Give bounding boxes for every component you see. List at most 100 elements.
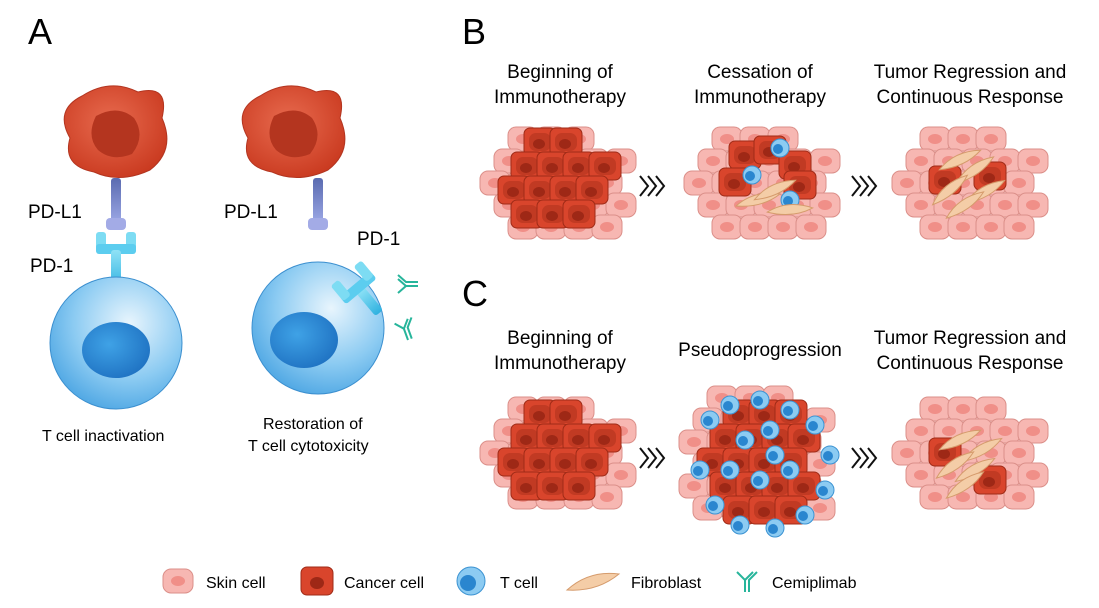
skin-cell — [1017, 192, 1049, 218]
t-cell — [765, 518, 785, 538]
panel-b-stage1-line1: Beginning of — [507, 62, 613, 83]
skin-cell — [1017, 148, 1049, 174]
skin-cell — [891, 170, 923, 196]
t-cell — [735, 430, 755, 450]
skin-cell — [683, 170, 715, 196]
t-cell — [820, 445, 840, 465]
pd-l1-head-right — [308, 218, 328, 230]
skin-cell — [975, 214, 1007, 240]
cancer-cell — [562, 199, 596, 229]
cancer-cell-left — [63, 85, 168, 178]
t-cell — [750, 390, 770, 410]
caption-restoration-line1: Restoration of — [263, 416, 363, 433]
t-cell — [780, 460, 800, 480]
pd-l1-label-left: PD-L1 — [28, 202, 82, 223]
skin-cell — [1017, 462, 1049, 488]
panel-b-letter: B — [462, 11, 486, 52]
skin-cell — [905, 462, 937, 488]
t-cell — [815, 480, 835, 500]
skin-cell — [919, 126, 951, 152]
panel-c-arrow-2 — [851, 447, 877, 469]
skin-cell — [795, 214, 827, 240]
t-cell — [720, 395, 740, 415]
panel-c-stage1-line1: Beginning of — [507, 328, 613, 349]
t-cell — [795, 505, 815, 525]
panel-c-stage1-line2: Immunotherapy — [494, 353, 627, 374]
panel-a-letter: A — [28, 11, 52, 52]
skin-cell — [919, 214, 951, 240]
panel-c-tissue-pseudoprogression — [678, 385, 840, 538]
t-cell — [690, 460, 710, 480]
panel-b-tissue-regression — [891, 126, 1049, 240]
skin-cell — [947, 126, 979, 152]
skin-cell — [905, 192, 937, 218]
panel-c-stage3-line1: Tumor Regression and — [874, 328, 1067, 349]
skin-cell — [739, 214, 771, 240]
legend-label-t-cell: T cell — [500, 575, 538, 592]
skin-cell — [591, 484, 623, 510]
panel-c-stage3-line2: Continuous Response — [877, 353, 1064, 374]
t-cell — [700, 410, 720, 430]
panel-c-tissue-regression — [891, 396, 1049, 510]
skin-cell — [1017, 418, 1049, 444]
legend: Skin cell Cancer cell T cell Fibroblast … — [162, 566, 857, 596]
panel-c-letter: C — [462, 273, 488, 314]
legend-label-skin-cell: Skin cell — [206, 575, 266, 592]
skin-cell — [919, 484, 951, 510]
t-cell — [780, 400, 800, 420]
pd-1-label-left: PD-1 — [30, 256, 73, 277]
cancer-cell — [562, 471, 596, 501]
t-cell — [805, 415, 825, 435]
skin-cell — [605, 462, 637, 488]
t-cell — [770, 138, 790, 158]
t-cell — [750, 470, 770, 490]
skin-cell — [697, 192, 729, 218]
panel-b-stage1-line2: Immunotherapy — [494, 87, 627, 108]
pd-l1-label-right: PD-L1 — [224, 202, 278, 223]
panel-b-stage3-line1: Tumor Regression and — [874, 62, 1067, 83]
skin-cell — [767, 214, 799, 240]
panel-b-arrow-1 — [639, 175, 665, 197]
cancer-cell-right — [241, 85, 346, 178]
panel-b-tissue-cessation — [683, 126, 841, 240]
skin-cell — [1003, 170, 1035, 196]
skin-cell — [891, 440, 923, 466]
pd-l1-head-left — [106, 218, 126, 230]
skin-cell — [919, 396, 951, 422]
skin-cell — [947, 214, 979, 240]
skin-cell — [591, 214, 623, 240]
skin-cell — [989, 192, 1021, 218]
panel-b-stage3-line2: Continuous Response — [877, 87, 1064, 108]
t-cell — [742, 165, 762, 185]
skin-cell — [975, 396, 1007, 422]
skin-cell-icon — [162, 568, 194, 594]
panel-b-stage2-line1: Cessation of — [707, 62, 813, 83]
skin-cell — [809, 148, 841, 174]
panel-a: A PD-L1 PD-1 T cell inactivation PD-L1 — [28, 11, 418, 455]
t-cell — [705, 495, 725, 515]
panel-c-stage2-line1: Pseudoprogression — [678, 340, 842, 361]
t-cell — [720, 460, 740, 480]
caption-t-cell-inactivation: T cell inactivation — [42, 428, 164, 445]
panel-c-arrow-1 — [639, 447, 665, 469]
pd-1-label-right: PD-1 — [357, 229, 400, 250]
panel-b-stage2-line2: Immunotherapy — [694, 87, 827, 108]
skin-cell — [605, 192, 637, 218]
pd-l1-stem-left — [111, 178, 121, 222]
panel-c-tissue-beginning — [479, 396, 637, 510]
cancer-cell-icon — [300, 566, 334, 596]
t-cell — [760, 420, 780, 440]
skin-cell — [1003, 484, 1035, 510]
t-cell — [730, 515, 750, 535]
skin-cell — [1003, 440, 1035, 466]
t-cell — [765, 445, 785, 465]
skin-cell — [975, 126, 1007, 152]
fibroblast-icon — [565, 572, 621, 591]
t-cell-left — [49, 276, 183, 410]
legend-label-fibroblast: Fibroblast — [631, 575, 702, 592]
skin-cell — [711, 214, 743, 240]
legend-label-cancer-cell: Cancer cell — [344, 575, 424, 592]
panel-b-arrow-2 — [851, 175, 877, 197]
cemiplimab-icon — [736, 571, 758, 592]
